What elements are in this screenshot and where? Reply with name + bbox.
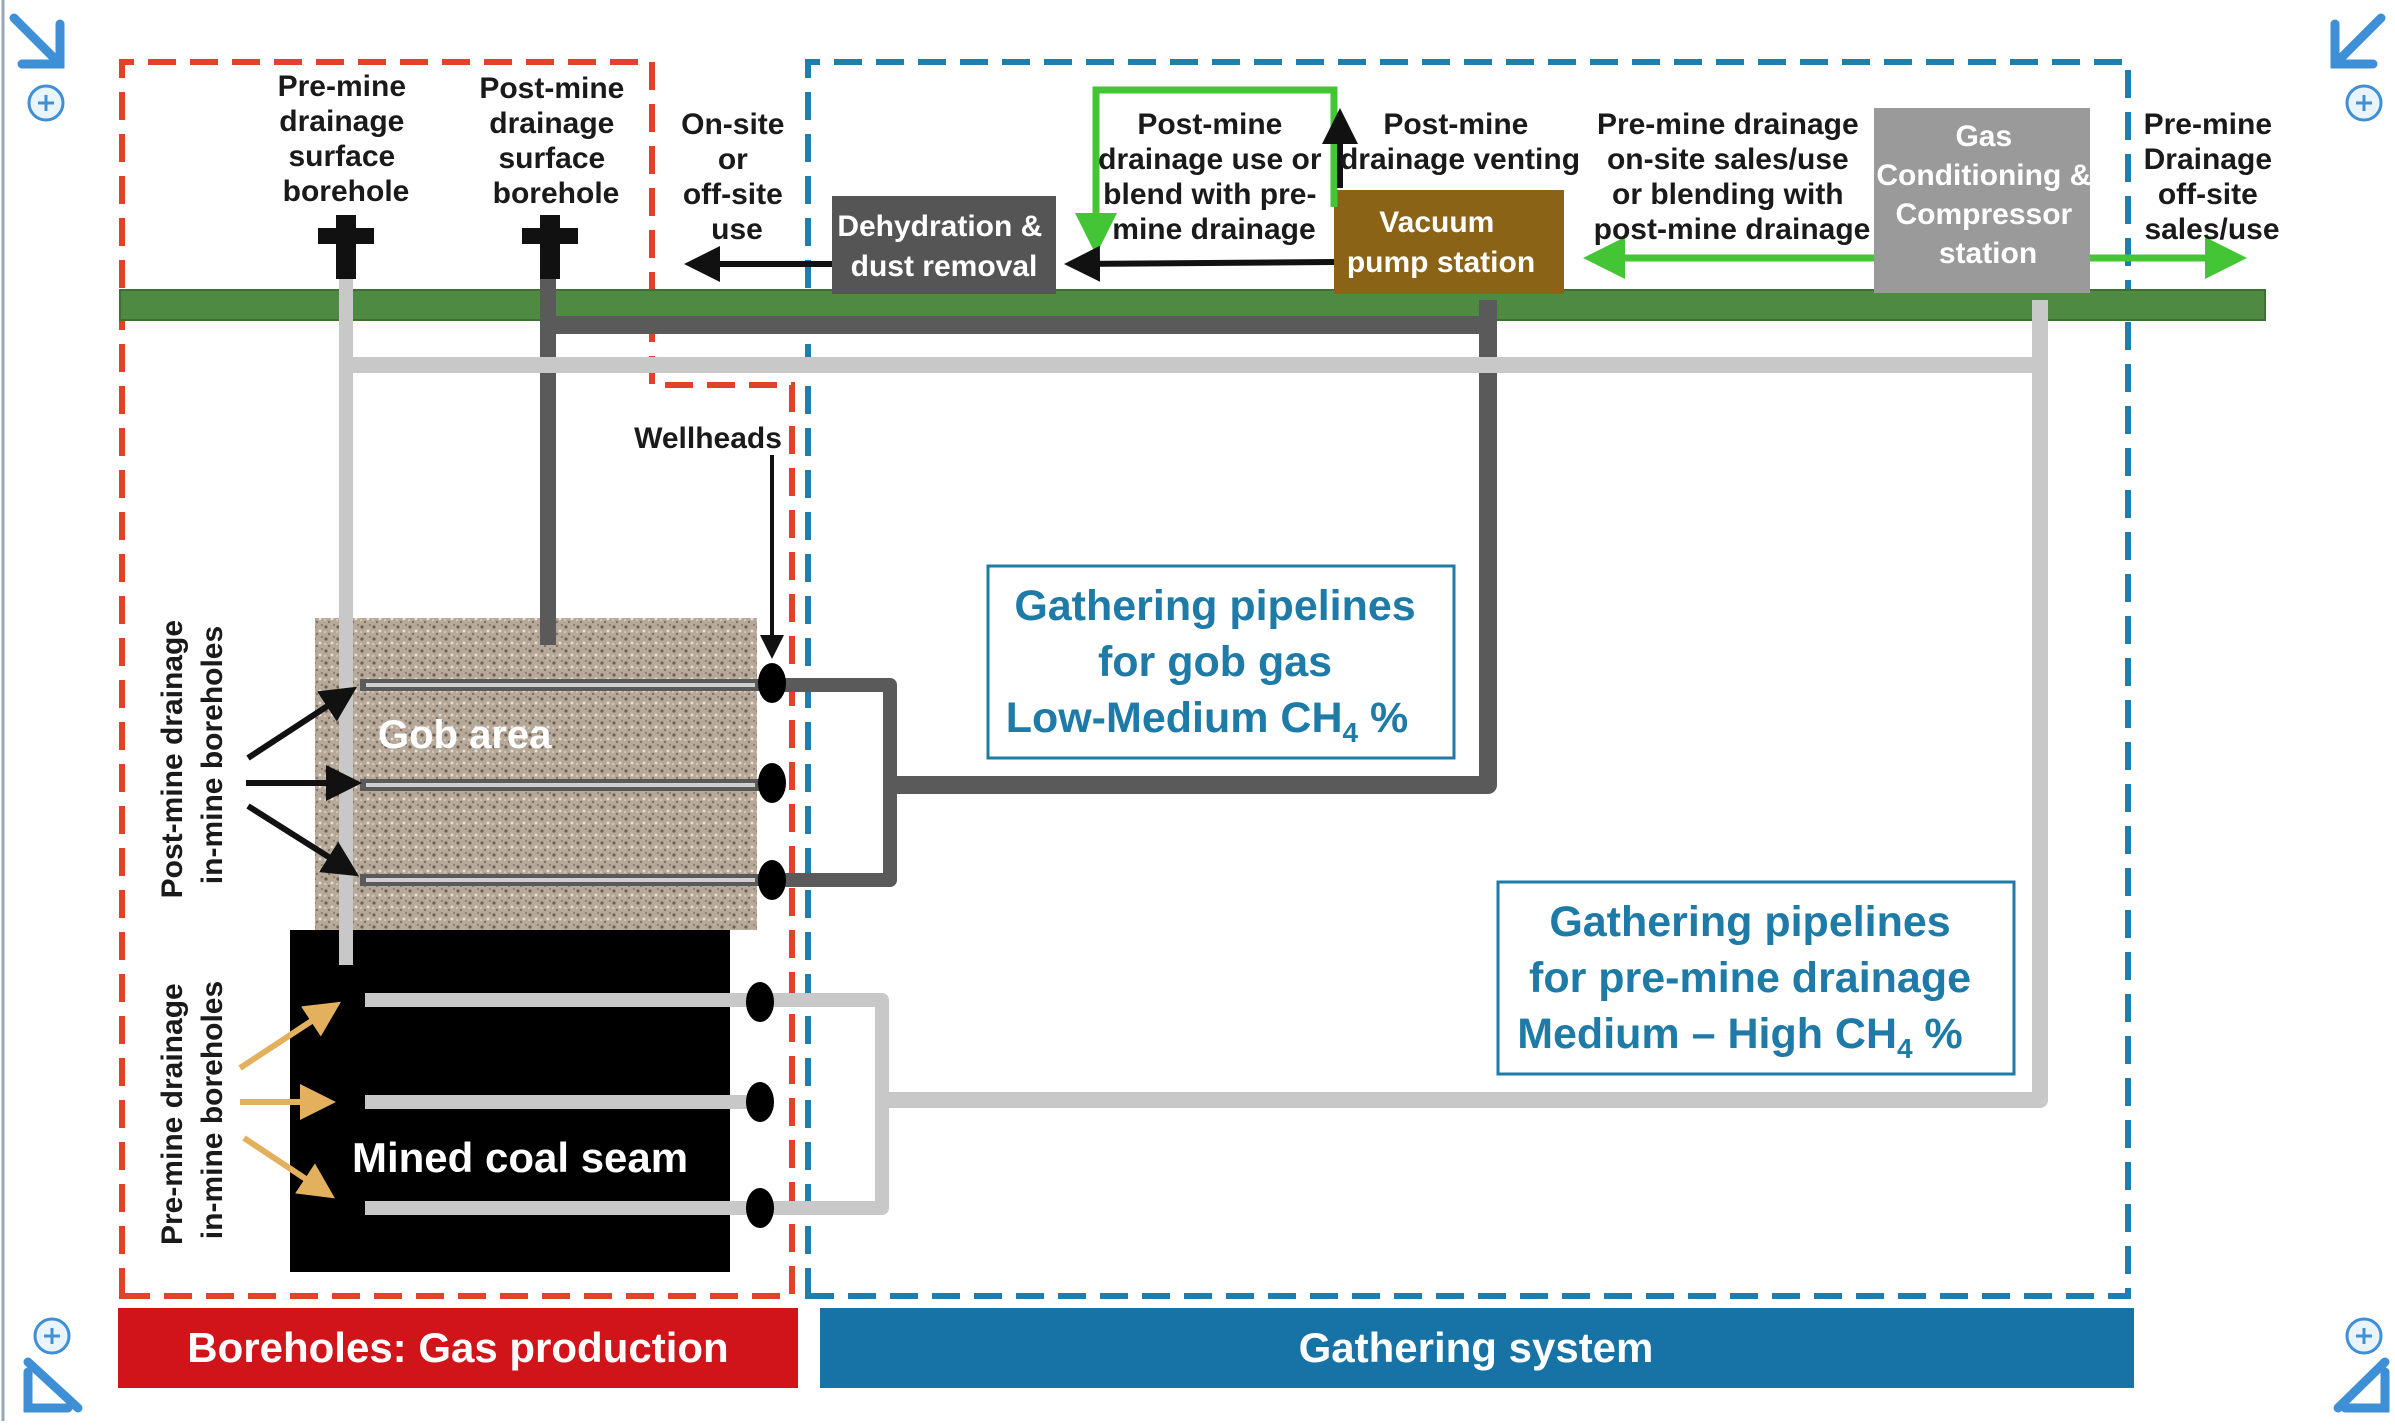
post-mine-venting-label: Post-mine drainage venting	[1340, 108, 1580, 176]
pre-mine-inmine-label: Pre-mine drainage in-mine boreholes	[156, 975, 229, 1245]
gathering-band-label: Gathering system	[1299, 1324, 1654, 1371]
collapse-arrow-icon	[2330, 13, 2386, 69]
wellhead-dots	[746, 663, 786, 1228]
dehydration-box	[832, 196, 1056, 294]
gathering-region-outline	[805, 59, 2131, 1299]
collapse-arrow-icon	[9, 13, 65, 69]
post-mine-inmine-label: Post-mine drainage in-mine boreholes	[156, 612, 229, 899]
gathering-band	[820, 1308, 2134, 1388]
collapse-arrow-icon	[23, 1357, 83, 1413]
pre-mine-offsite-label: Pre-mine Drainage off-site sales/use	[2144, 108, 2281, 246]
gob-area-label: Gob area	[378, 713, 552, 757]
compressor-box	[1874, 108, 2090, 293]
on-site-label: On-site or off-site use	[681, 108, 793, 246]
collapse-arrow-icon	[2333, 1357, 2390, 1413]
compressor-label: Gas Conditioning & Compressor station	[1876, 120, 2099, 270]
vacuum-pump-label: Vacuum pump station	[1347, 206, 1535, 279]
vacuum-pump-box	[1334, 190, 1564, 294]
green-flow-loop	[1075, 86, 1338, 255]
pre-mine-inmine-arrows	[238, 1001, 342, 1199]
flow-arrow-vacuum-to-dehydration	[1064, 245, 1335, 282]
dehydration-label: Dehydration & dust removal	[837, 210, 1050, 283]
pre-mine-surface-borehole-icon	[318, 215, 374, 279]
ground-surface	[119, 289, 2266, 321]
bottom-right-collapse-control[interactable]	[2333, 1317, 2390, 1413]
gob-pipelines-box	[986, 564, 1456, 760]
post-mine-surface-label: Post-mine drainage surface borehole	[479, 72, 632, 210]
top-right-collapse-control[interactable]	[2330, 13, 2386, 122]
coal-seam-label: Mined coal seam	[352, 1134, 688, 1181]
boreholes-band-label: Boreholes: Gas production	[187, 1324, 728, 1371]
boreholes-region-outline	[119, 59, 795, 1299]
bottom-left-collapse-control[interactable]	[23, 1317, 83, 1413]
pre-mine-pipelines-text: Gathering pipelines for pre-mine drainag…	[1517, 898, 1983, 1064]
post-mine-inmine-arrows	[246, 686, 362, 877]
top-left-collapse-control[interactable]	[9, 13, 65, 122]
pre-mine-pipelines-box	[1496, 880, 2016, 1076]
post-mine-surface-borehole-icon	[522, 215, 578, 279]
post-mine-use-label: Post-mine drainage use or blend with pre…	[1098, 108, 1330, 246]
gob-pipelines-text: Gathering pipelines for gob gas Low-Medi…	[1006, 582, 1428, 748]
wellheads-label: Wellheads	[634, 422, 782, 455]
pre-mine-surface-label: Pre-mine drainage surface borehole	[278, 70, 415, 208]
boreholes-band	[118, 1308, 798, 1388]
pre-mine-onsite-label: Pre-mine drainage on-site sales/use or b…	[1594, 108, 1871, 246]
